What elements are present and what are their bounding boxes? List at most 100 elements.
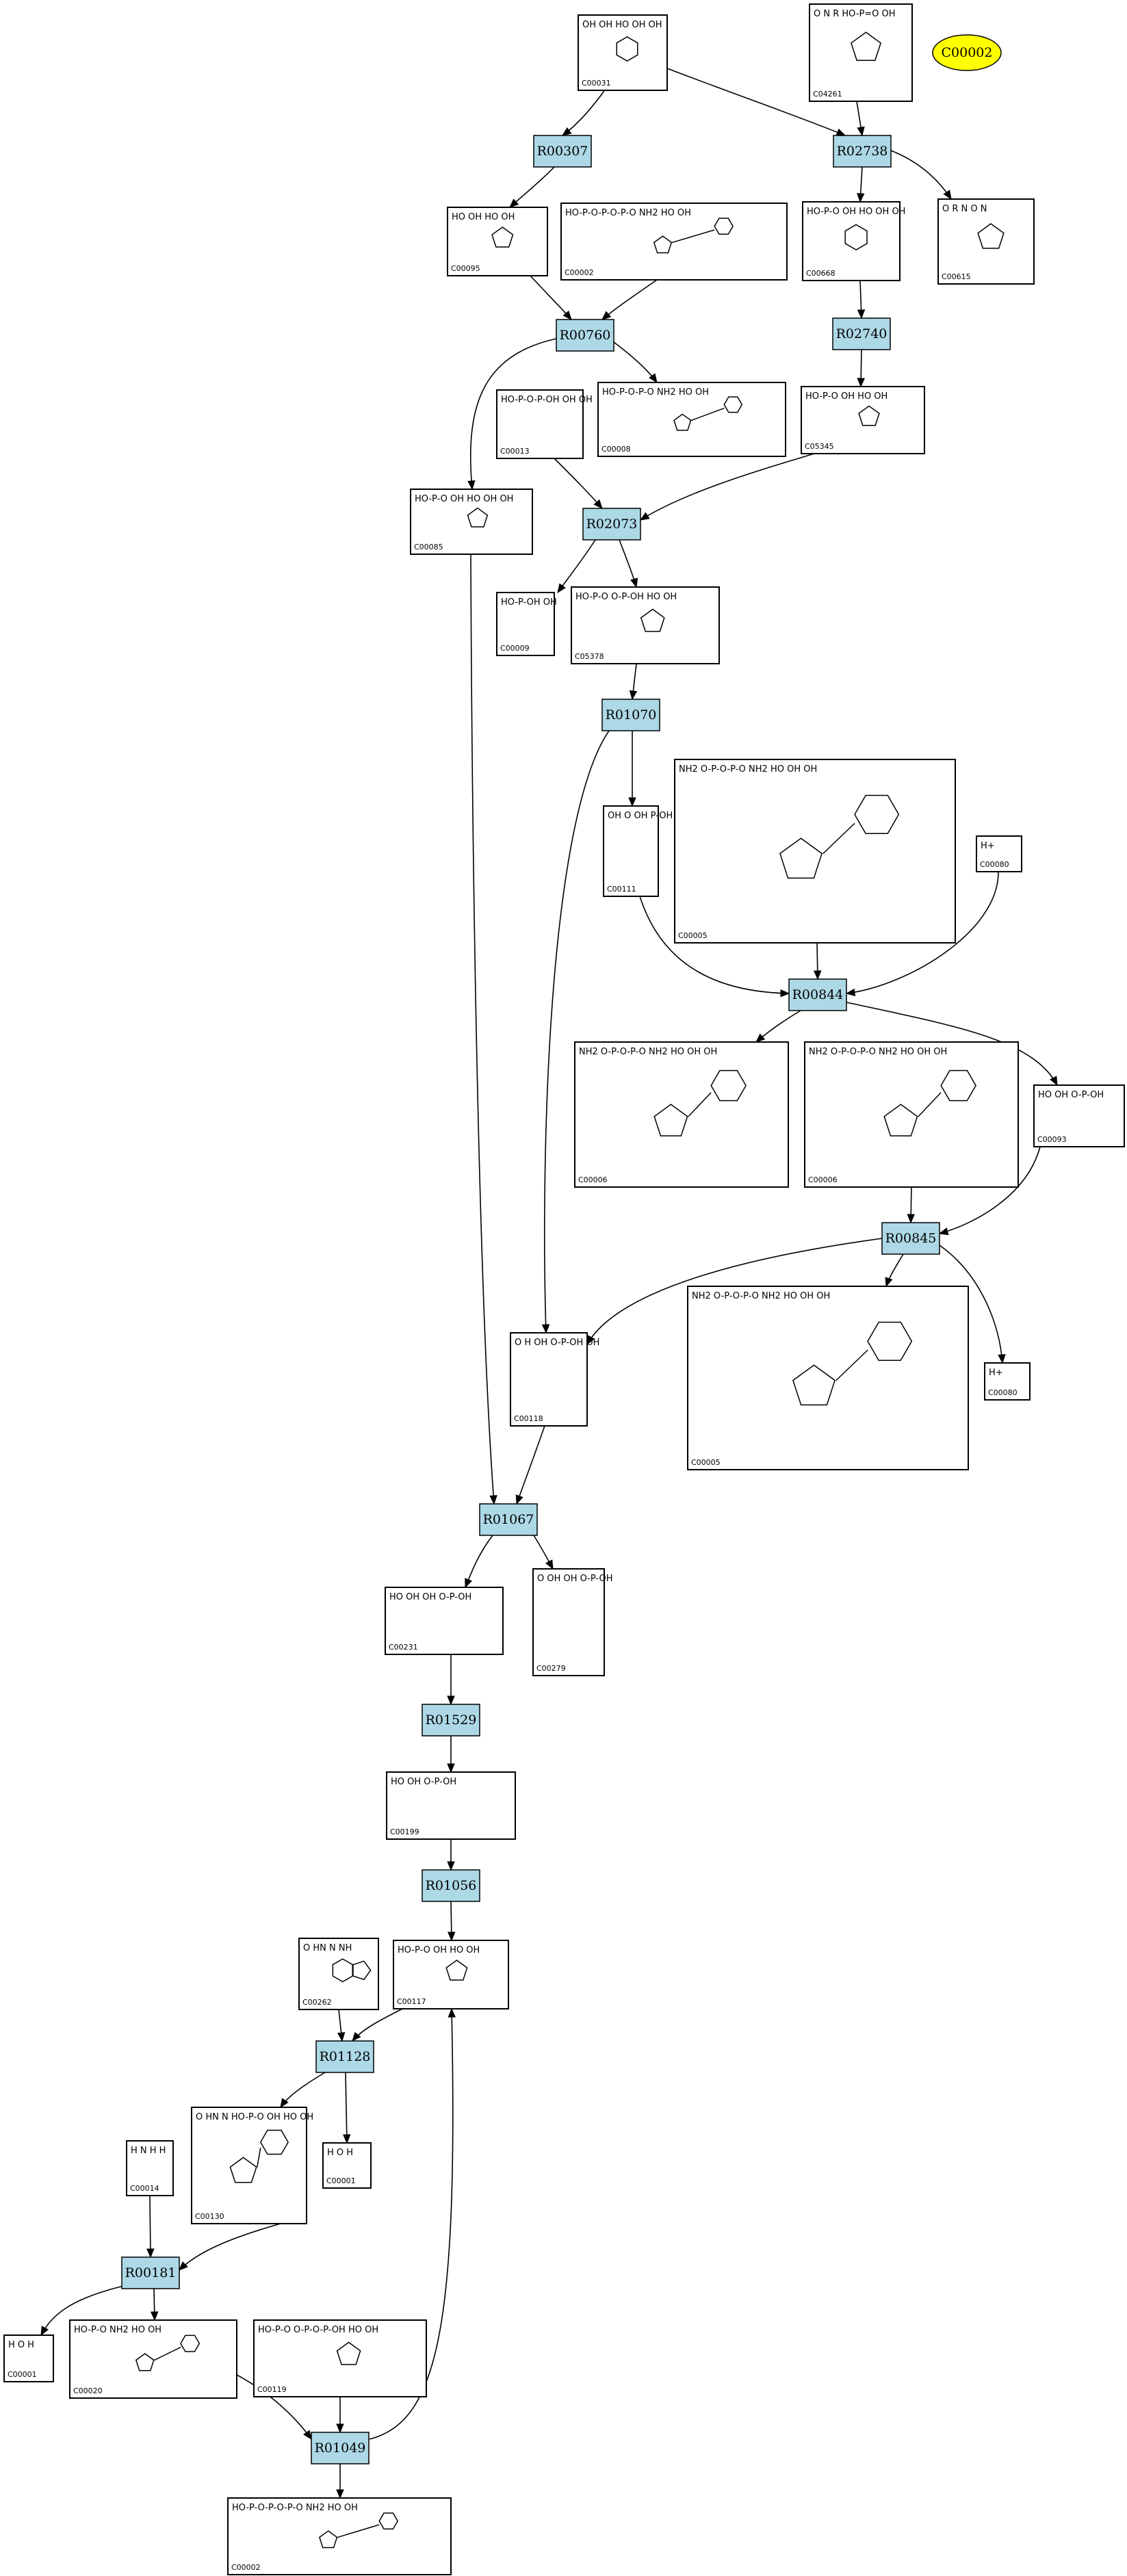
structure-label: H+ bbox=[981, 841, 995, 851]
structure-label: HO-P-O O-P-OH HO OH bbox=[575, 592, 677, 602]
compound-id: C00002 bbox=[231, 2563, 261, 2572]
arrowhead bbox=[857, 126, 865, 137]
reaction-node[interactable]: R02073 bbox=[582, 508, 641, 541]
reaction-edge bbox=[554, 458, 603, 509]
compound-frame bbox=[385, 1587, 504, 1655]
reaction-edge bbox=[470, 554, 495, 1505]
reaction-edge bbox=[345, 2072, 348, 2144]
reaction-node[interactable]: R02740 bbox=[832, 317, 891, 350]
compound-node[interactable]: H+C00080 bbox=[984, 1362, 1031, 1401]
arrowhead bbox=[448, 1931, 456, 1942]
reaction-edge bbox=[586, 1238, 883, 1345]
reaction-node[interactable]: R00181 bbox=[121, 2256, 180, 2289]
arrowhead bbox=[447, 1763, 455, 1773]
reaction-node[interactable]: R01067 bbox=[479, 1503, 538, 1536]
structure-label: HO-P-O OH HO OH OH bbox=[807, 207, 905, 217]
reaction-node[interactable]: R02738 bbox=[833, 135, 892, 168]
reaction-node[interactable]: R01529 bbox=[422, 1704, 480, 1736]
arrowhead bbox=[467, 480, 476, 491]
compound-id: C00009 bbox=[500, 644, 530, 653]
reaction-id: R01128 bbox=[320, 2049, 371, 2064]
arrowhead bbox=[448, 2007, 456, 2018]
reaction-node[interactable]: R00307 bbox=[533, 135, 592, 168]
structure-icon bbox=[640, 608, 665, 632]
highlight-tag[interactable]: C00002 bbox=[932, 34, 1002, 71]
compound-node[interactable]: O R N O N C00615 bbox=[937, 198, 1035, 285]
reaction-id: R00844 bbox=[792, 987, 844, 1002]
compound-node[interactable]: HO-P-O O-P-OH HO OH C05378 bbox=[571, 586, 720, 664]
structure-label: H O H bbox=[327, 2148, 353, 2158]
reaction-edge bbox=[469, 338, 557, 490]
reaction-node[interactable]: R01049 bbox=[311, 2432, 370, 2464]
structure-label: O R N O N bbox=[942, 204, 987, 214]
reaction-edge bbox=[846, 1002, 1058, 1086]
reaction-node[interactable]: R00760 bbox=[556, 319, 614, 352]
compound-id: C00005 bbox=[691, 1458, 721, 1467]
structure-label: H+ bbox=[989, 1368, 1003, 1378]
structure-icon bbox=[653, 218, 734, 254]
compound-frame bbox=[571, 586, 720, 664]
structure-label: HO-P-O-P-O-P-O NH2 HO OH bbox=[565, 208, 691, 218]
structure-icon bbox=[616, 36, 638, 62]
reaction-box bbox=[479, 1503, 538, 1536]
compound-id: C05378 bbox=[575, 652, 604, 661]
compound-id: C00117 bbox=[397, 1997, 426, 2006]
reaction-node[interactable]: R01128 bbox=[315, 2040, 374, 2073]
reaction-node[interactable]: R00845 bbox=[881, 1222, 940, 1255]
reaction-box bbox=[315, 2040, 374, 2073]
arrowhead bbox=[780, 989, 790, 998]
arrowhead bbox=[1050, 1076, 1058, 1087]
compound-id: C00013 bbox=[500, 447, 530, 456]
reaction-edge bbox=[149, 2195, 151, 2258]
compound-id: C00080 bbox=[980, 860, 1009, 869]
compound-frame bbox=[447, 207, 548, 276]
arrowhead bbox=[649, 373, 658, 384]
structure-label: NH2 O-P-O-P-O NH2 HO OH OH bbox=[679, 764, 817, 775]
reaction-node[interactable]: R01056 bbox=[422, 1869, 480, 1902]
compound-frame bbox=[253, 2319, 427, 2397]
structure-label: O OH OH O-P-OH bbox=[537, 1574, 613, 1584]
reaction-edge bbox=[516, 1425, 545, 1505]
arrowhead bbox=[515, 1494, 523, 1505]
compound-node[interactable]: H+ C00080 bbox=[976, 835, 1022, 872]
compound-frame bbox=[410, 489, 533, 555]
reaction-box bbox=[832, 317, 891, 350]
arrowhead bbox=[857, 309, 866, 320]
reaction-node[interactable]: R01070 bbox=[601, 699, 660, 731]
compound-id: C00615 bbox=[942, 272, 971, 281]
compound-id: C00020 bbox=[73, 2386, 103, 2395]
compound-frame bbox=[496, 389, 584, 459]
structure-label: H O H bbox=[8, 2340, 34, 2350]
reaction-node[interactable]: R00844 bbox=[788, 978, 847, 1011]
structure-icon bbox=[332, 1958, 372, 1983]
